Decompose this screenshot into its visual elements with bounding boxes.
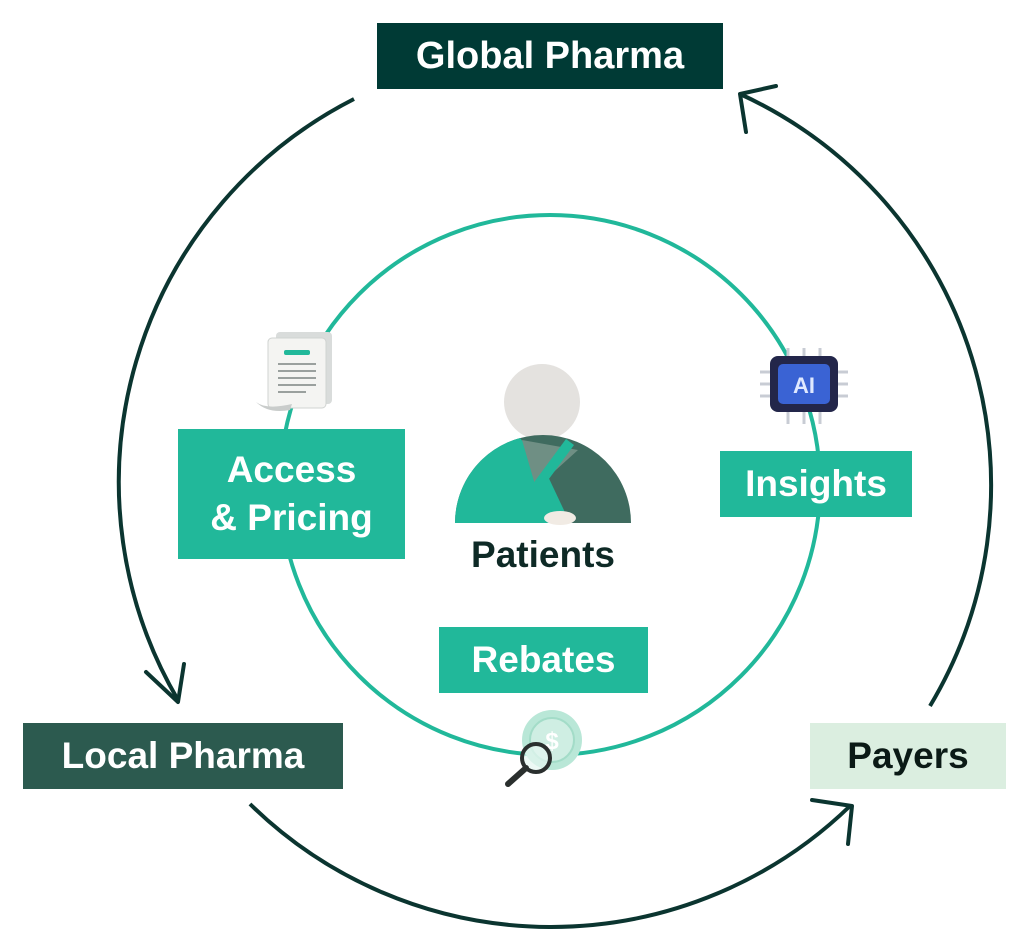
access-label-line1: Access [226, 449, 357, 490]
local-pharma-label: Local Pharma [61, 735, 305, 776]
insights-label: Insights [745, 463, 887, 504]
insights-node: Insights [720, 451, 912, 517]
svg-text:$: $ [545, 728, 559, 755]
ai-chip-label: AI [793, 373, 815, 398]
patient-avatar-icon [454, 364, 631, 525]
arrowhead-global [738, 84, 778, 134]
local-pharma-node: Local Pharma [23, 723, 343, 789]
access-pricing-node: Access & Pricing [178, 429, 405, 559]
rebates-node: Rebates [439, 627, 648, 693]
arrowhead-local [144, 662, 186, 704]
coin-magnifier-icon: $ [505, 710, 582, 787]
payers-node: Payers [810, 723, 1006, 789]
arc-global-to-local [116, 97, 355, 702]
patients-label: Patients [471, 534, 615, 575]
arc-payers-to-global [739, 92, 994, 708]
payers-label: Payers [847, 735, 969, 776]
document-icon [256, 332, 332, 411]
global-pharma-label: Global Pharma [415, 34, 685, 77]
access-label-line2: & Pricing [210, 497, 373, 538]
global-pharma-node: Global Pharma [377, 23, 723, 89]
ai-chip-icon: AI [760, 348, 848, 424]
rebates-label: Rebates [471, 639, 616, 680]
arc-local-to-payers [248, 802, 852, 929]
arrowhead-payers [810, 798, 854, 846]
